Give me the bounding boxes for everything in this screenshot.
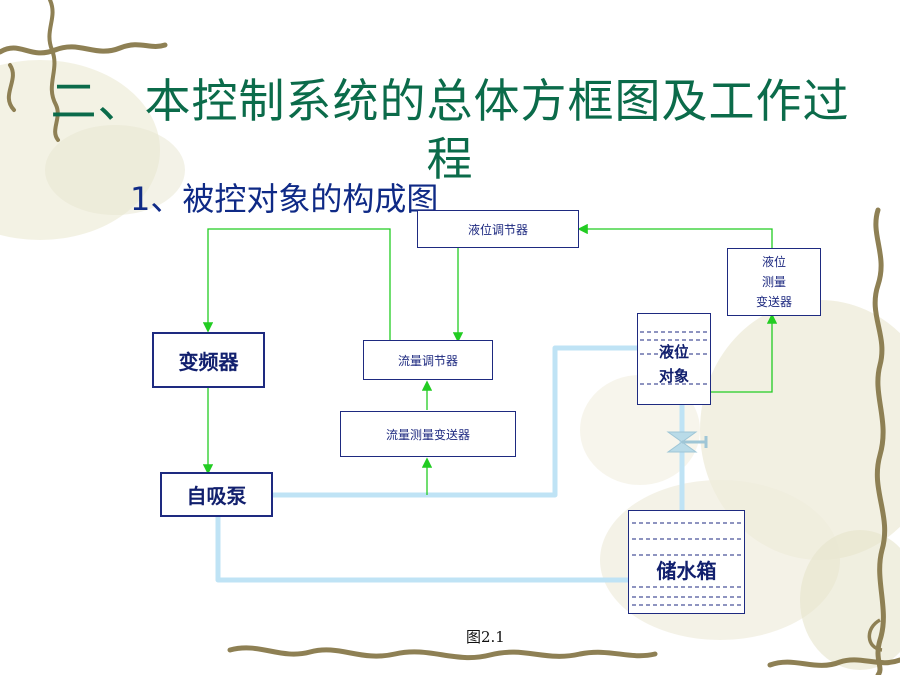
flow-controller-block: 流量调节器: [363, 340, 493, 380]
valve-icon: [666, 431, 708, 453]
signal-lines: [202, 223, 778, 495]
flower-shape: [45, 125, 185, 215]
flow-transmitter-block: 流量测量变送器: [340, 411, 516, 457]
water-pipes: [215, 345, 685, 583]
vine-right: [872, 207, 888, 675]
pipe-pump-to-level-object: [272, 345, 638, 498]
level-object-block: 液位 对象: [637, 313, 711, 405]
level-object-dashes: [640, 331, 708, 385]
vine-bottom-right: [767, 657, 900, 668]
vine-top-left-curl: [6, 63, 16, 112]
vine-top-left: [0, 42, 168, 56]
storage-tank-label: 储水箱: [629, 558, 744, 584]
level-controller-block: 液位调节器: [417, 210, 579, 248]
figure-caption: 图2.1: [466, 628, 505, 646]
vfd-block: 变频器: [152, 332, 265, 388]
slide-subtitle: 1、被控对象的构成图: [130, 180, 439, 218]
vine-top-left-stem: [47, 0, 60, 142]
level-transmitter-block: 液位 测量 变送器: [727, 248, 821, 316]
storage-tank-block: 储水箱: [628, 510, 745, 614]
flower-shape: [800, 530, 900, 670]
slide-title: 二、本控制系统的总体方框图及工作过程: [50, 74, 850, 186]
pipe-pump-suction: [215, 517, 630, 583]
vine-right-curl: [867, 618, 883, 652]
level-object-label: 液位 对象: [658, 343, 689, 385]
signal-flow-ctrl-to-vfd: [202, 228, 391, 340]
pump-block: 自吸泵: [160, 472, 273, 517]
vine-bottom: [227, 645, 658, 661]
signal-level-object-to-transmitter: [710, 313, 778, 393]
signal-transmitter-to-level-ctrl: [577, 223, 773, 248]
